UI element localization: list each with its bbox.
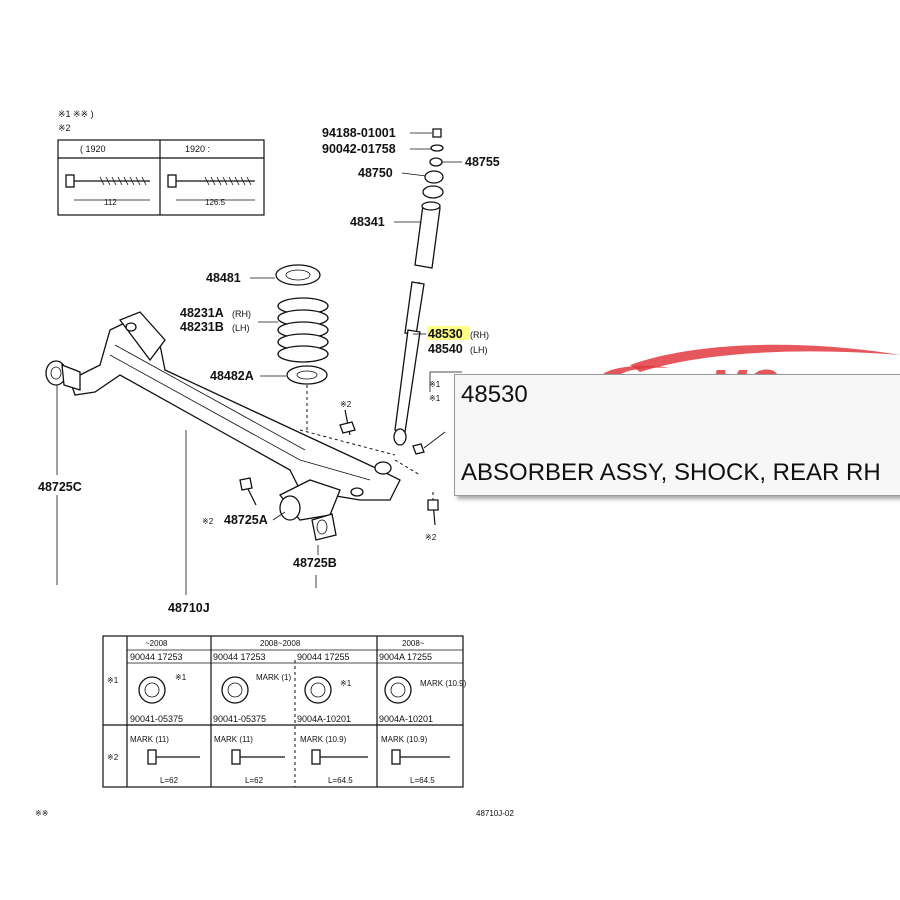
label-48750[interactable]: 48750 xyxy=(358,166,393,180)
top-table-header: ※1 ※※ ) xyxy=(58,109,94,119)
col2-bolt-len: L=62 xyxy=(245,776,264,785)
col4-date: 2008~ xyxy=(402,639,425,648)
label-48341[interactable]: 48341 xyxy=(350,215,385,229)
col2-part-bottom: 90041-05375 xyxy=(213,714,266,724)
label-sm1: ※1 xyxy=(429,380,441,389)
top-table-col2: 1920 : xyxy=(185,144,210,154)
col1-mark: ※1 xyxy=(175,673,187,682)
top-table-dim1: 112 xyxy=(104,198,117,207)
label-48710j[interactable]: 48710J xyxy=(168,601,210,615)
label-48755[interactable]: 48755 xyxy=(465,155,500,169)
label-48725b[interactable]: 48725B xyxy=(293,556,337,570)
rear-axle-beam: ※2 ※2 48725C ※2 48725A 48725B 48710J xyxy=(38,311,439,615)
label-48725c[interactable]: 48725C xyxy=(38,480,82,494)
col1-bolt-len: L=62 xyxy=(160,776,179,785)
col1-part-bottom: 90041-05375 xyxy=(130,714,183,724)
col2-mark: MARK (1) xyxy=(256,673,291,682)
label-sm4: ※2 xyxy=(425,533,437,542)
top-table-dim2: 126.5 xyxy=(205,198,226,207)
label-sm3: ※2 xyxy=(340,400,352,409)
bottom-bolt-table: ※1 ※2 ~2008 90044 17253 ※1 90041-05375 M… xyxy=(102,635,467,788)
top-table-col1: ( 1920 xyxy=(80,144,106,154)
col4-part-top: 9004A 17255 xyxy=(379,652,432,662)
col1-part-top: 90044 17253 xyxy=(130,652,183,662)
bottom-row-label-2: ※2 xyxy=(107,753,119,762)
label-48231b[interactable]: 48231B xyxy=(180,320,224,334)
col4-mark: MARK (10.9) xyxy=(420,679,467,688)
label-48540[interactable]: 48540 xyxy=(428,342,463,356)
label-48725a[interactable]: 48725A xyxy=(224,513,268,527)
col3-bolt-len: L=64.5 xyxy=(328,776,353,785)
col4-bolt-mark: MARK (10.9) xyxy=(381,735,428,744)
col4-bolt-len: L=64.5 xyxy=(410,776,435,785)
label-48725a-prefix: ※2 xyxy=(202,517,214,526)
label-sm2: ※1 xyxy=(429,394,441,403)
col4-part-bottom: 9004A-10201 xyxy=(379,714,433,724)
top-bolt-table: ※1 ※※ ) ※2 ( 1920 1920 : 112 126.5 xyxy=(57,109,265,216)
label-48481[interactable]: 48481 xyxy=(206,271,241,285)
part-tooltip: 48530 ABSORBER ASSY, SHOCK, REAR RH xyxy=(454,374,900,496)
tooltip-part-description: ABSORBER ASSY, SHOCK, REAR RH xyxy=(461,459,881,486)
footer-left: ※※ xyxy=(35,809,48,818)
footer-right: 48710J-02 xyxy=(476,809,514,818)
top-table-sub: ※2 xyxy=(58,123,71,133)
col1-bolt-mark: MARK (11) xyxy=(130,735,169,744)
label-48530-text[interactable]: 48530 xyxy=(428,327,463,341)
label-90042-01758[interactable]: 90042-01758 xyxy=(322,142,396,156)
label-48231b-side: (LH) xyxy=(232,323,250,333)
label-48231a-side: (RH) xyxy=(232,309,251,319)
col3-bolt-mark: MARK (10.9) xyxy=(300,735,347,744)
shock-top-hardware: 94188-01001 90042-01758 48755 48750 4834… xyxy=(322,126,500,269)
label-48540-side: (LH) xyxy=(470,345,488,355)
col1-date: ~2008 xyxy=(145,639,168,648)
col2-bolt-mark: MARK (11) xyxy=(214,735,253,744)
label-48482a[interactable]: 48482A xyxy=(210,369,254,383)
shock-absorber: 48530 48530 (RH) 48540 (LH) ※1 ※1 xyxy=(393,281,489,455)
col3-part-bottom: 9004A-10201 xyxy=(297,714,351,724)
col3-mark: ※1 xyxy=(340,679,352,688)
label-48530-side: (RH) xyxy=(470,330,489,340)
col3-part-top: 90044 17255 xyxy=(297,652,350,662)
col2-date: 2008~2008 xyxy=(260,639,301,648)
col2-part-top: 90044 17253 xyxy=(213,652,266,662)
coil-spring-assembly: 48481 48231A (RH) 48231B (LH) 48482A xyxy=(180,264,329,430)
label-94188-01001[interactable]: 94188-01001 xyxy=(322,126,396,140)
bottom-row-label-1: ※1 xyxy=(107,676,119,685)
tooltip-part-code: 48530 xyxy=(461,381,528,408)
label-48231a[interactable]: 48231A xyxy=(180,306,224,320)
